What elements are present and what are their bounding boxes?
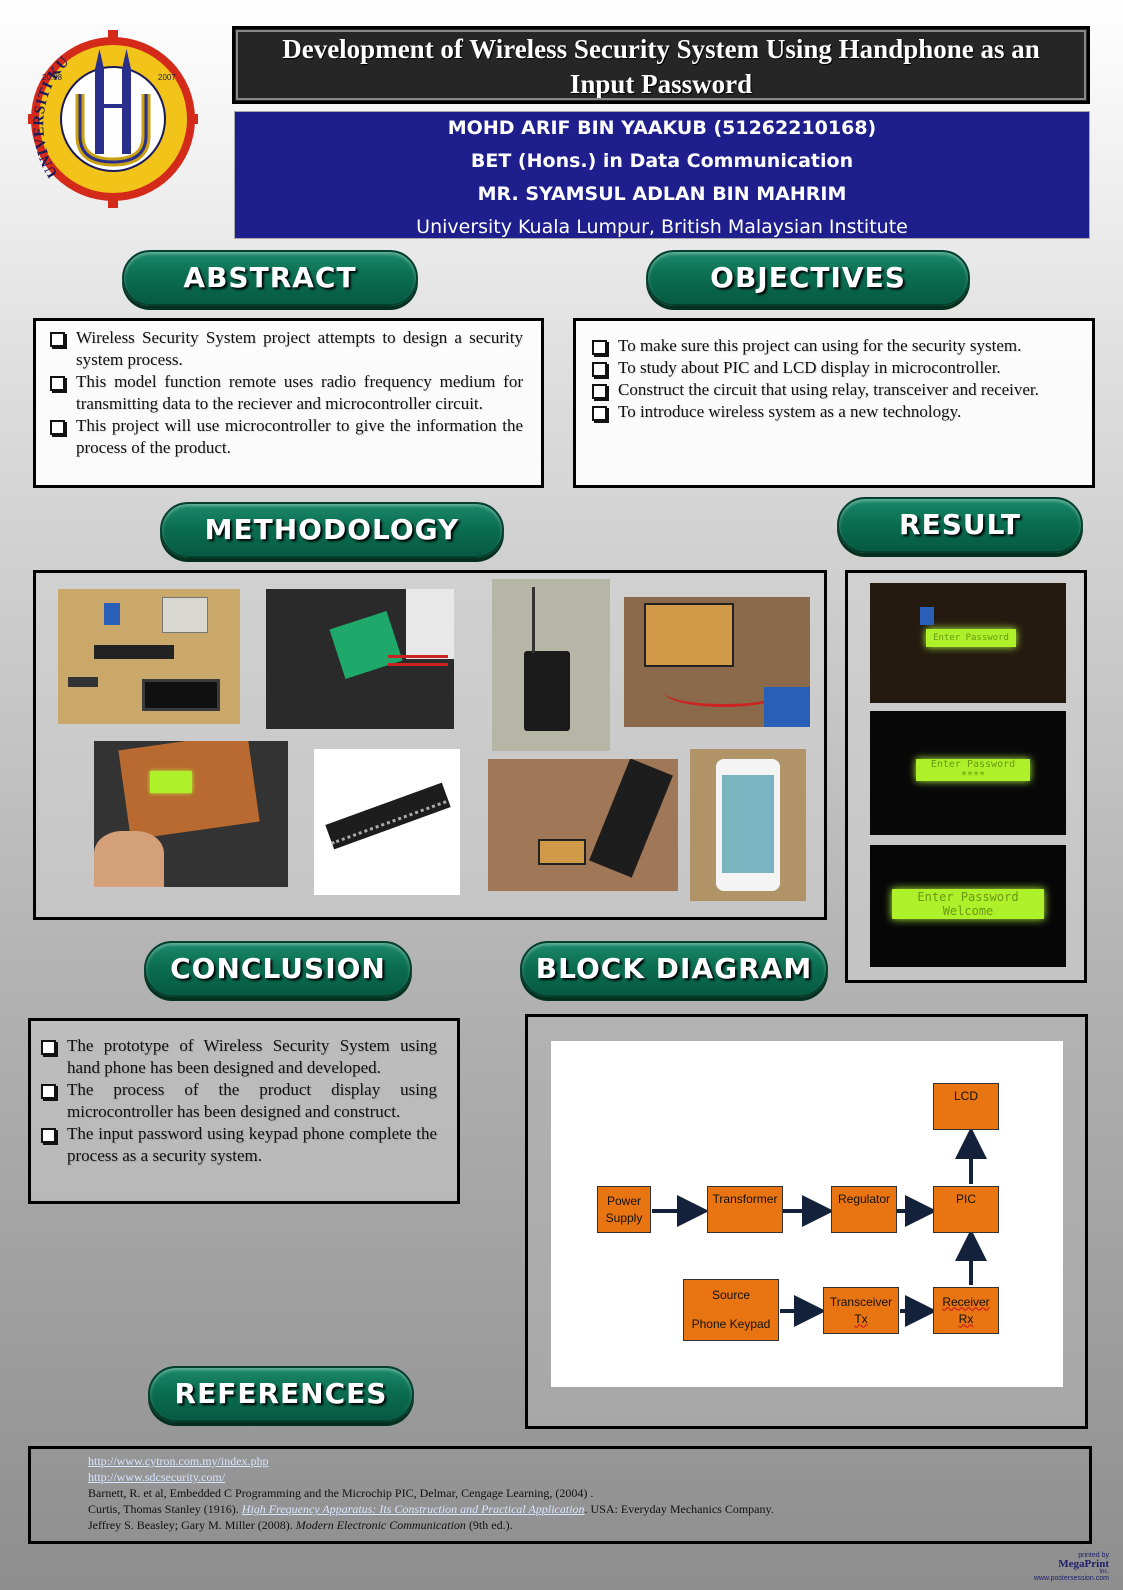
conclusion-heading: CONCLUSION (144, 941, 412, 997)
block-label: Phone Keypad (691, 1317, 771, 1331)
conclusion-item: The prototype of Wireless Security Syste… (37, 1035, 437, 1079)
methodology-box (33, 570, 827, 920)
photo-circuit-wires (624, 597, 810, 727)
reference-curtis: Curtis, Thomas Stanley (1916). High Freq… (88, 1501, 1089, 1517)
conclusion-item: The process of the product display using… (37, 1079, 437, 1123)
photo-handheld-prototype (94, 741, 288, 887)
reference-text: Jeffrey S. Beasley; Gary M. Miller (2008… (88, 1518, 296, 1532)
references-heading: REFERENCES (148, 1366, 414, 1422)
photo-remote-transmitter (492, 579, 610, 751)
author-name: MOHD ARIF BIN YAAKUB (51262210168) (447, 117, 877, 139)
logo-year-left: 20.08 (42, 73, 63, 82)
objective-item: To make sure this project can using for … (588, 335, 1072, 357)
reference-link-cytron[interactable]: http://www.cytron.com.my/index.php (88, 1454, 269, 1468)
block-diagram-arrows (652, 1127, 987, 1327)
supervisor-name: MR. SYAMSUL ADLAN BIN MAHRIM (477, 183, 847, 205)
photo-system-setup (488, 759, 678, 891)
photo-pic-chip (314, 749, 460, 895)
title-line-2: Input Password (569, 69, 753, 99)
poster-title: Development of Wireless Security System … (232, 26, 1090, 104)
program-name: BET (Hons.) in Data Communication (470, 150, 854, 172)
block-label: Receiver (942, 1294, 990, 1309)
photo-pcb-board (58, 589, 240, 724)
references-box: http://www.cytron.com.my/index.php http:… (28, 1446, 1092, 1544)
logo-year-right: 2007 (158, 73, 176, 82)
conclusion-item: The input password using keypad phone co… (37, 1123, 437, 1167)
block-diagram-box: Power Supply Transformer Regulator PIC L… (525, 1014, 1088, 1429)
printer-url: www.postersession.com (1033, 1575, 1109, 1582)
abstract-box: Wireless Security System project attempt… (33, 318, 544, 488)
reference-beasley: Jeffrey S. Beasley; Gary M. Miller (2008… (88, 1517, 1089, 1533)
reference-text: Curtis, Thomas Stanley (1916). (88, 1502, 242, 1516)
block-receiver-rx: Receiver Rx (933, 1287, 999, 1334)
institution-name: University Kuala Lumpur, British Malaysi… (416, 216, 908, 238)
conclusion-box: The prototype of Wireless Security Syste… (28, 1018, 460, 1204)
printer-mark: printed by MegaPrint Inc. www.postersess… (1034, 1552, 1109, 1582)
title-line-1: Development of Wireless Security System … (282, 34, 1040, 64)
block-label: Tx (854, 1311, 868, 1326)
result-photo-enter-password: Enter Password (870, 583, 1066, 703)
block-pic: PIC (933, 1186, 999, 1233)
abstract-item: This model function remote uses radio fr… (46, 371, 523, 415)
lcd-line: Enter Password (917, 890, 1019, 904)
abstract-item: Wireless Security System project attempt… (46, 327, 523, 371)
block-label: Transceiver (829, 1294, 893, 1309)
photo-rf-module (266, 589, 454, 729)
block-diagram-canvas: Power Supply Transformer Regulator PIC L… (551, 1041, 1063, 1387)
lcd-line: Welcome (942, 904, 994, 918)
block-label: Supply (605, 1210, 643, 1225)
reference-text: (9th ed.). (465, 1518, 513, 1532)
block-lcd: LCD (933, 1083, 999, 1130)
printer-brand: MegaPrint (1058, 1558, 1109, 1570)
abstract-item: This project will use microcontroller to… (46, 415, 523, 459)
block-label: Regulator (837, 1192, 891, 1206)
methodology-heading: METHODOLOGY (160, 502, 504, 558)
lcd-display: Enter Password **** (916, 759, 1030, 781)
lcd-display: Enter Password Welcome (892, 889, 1044, 919)
reference-link-sdcsecurity[interactable]: http://www.sdcsecurity.com/ (88, 1470, 226, 1484)
result-box: Enter Password Enter Password **** Enter… (845, 570, 1087, 983)
printer-sub: Inc. (1099, 1569, 1109, 1575)
reference-text: . USA: Everyday Mechanics Company. (584, 1502, 774, 1516)
objective-item: To study about PIC and LCD display in mi… (588, 357, 1072, 379)
objective-item: To introduce wireless system as a new te… (588, 401, 1072, 423)
block-power-supply: Power Supply (597, 1186, 651, 1233)
block-source-phone-keypad: Source Phone Keypad (683, 1279, 779, 1341)
objective-item: Construct the circuit that using relay, … (588, 379, 1072, 401)
lcd-display: Enter Password (926, 629, 1016, 647)
block-label: Transformer (712, 1192, 778, 1206)
university-logo: 20.08 2007 UNIVERSITI KUALA LUMPUR (21, 12, 198, 219)
abstract-heading: ABSTRACT (122, 250, 418, 306)
reference-barnett: Barnett, R. et al, Embedded C Programmin… (88, 1486, 594, 1500)
block-label: Source (711, 1288, 751, 1302)
author-panel: MOHD ARIF BIN YAAKUB (51262210168) BET (… (234, 111, 1090, 239)
lcd-line: **** (960, 770, 986, 781)
photo-phone-keypad (690, 749, 806, 901)
block-label: PIC (955, 1192, 976, 1206)
block-label: Power (606, 1193, 641, 1208)
lcd-line: Enter Password (930, 759, 1016, 770)
printer-top: printed by (1078, 1552, 1109, 1559)
block-diagram-heading: BLOCK DIAGRAM (520, 941, 828, 997)
reference-title-link[interactable]: High Frequency Apparatus: Its Constructi… (241, 1502, 585, 1516)
result-heading: RESULT (837, 497, 1083, 553)
block-label: LCD (953, 1089, 978, 1103)
objectives-box: To make sure this project can using for … (573, 318, 1095, 488)
reference-title: Modern Electronic Communication (295, 1518, 466, 1532)
block-label: Rx (958, 1311, 974, 1326)
block-regulator: Regulator (831, 1186, 897, 1233)
block-transformer: Transformer (707, 1186, 783, 1233)
objectives-heading: OBJECTIVES (646, 250, 970, 306)
result-photo-masked-password: Enter Password **** (870, 711, 1066, 835)
result-photo-welcome: Enter Password Welcome (870, 845, 1066, 967)
block-transceiver-tx: Transceiver Tx (823, 1287, 899, 1334)
